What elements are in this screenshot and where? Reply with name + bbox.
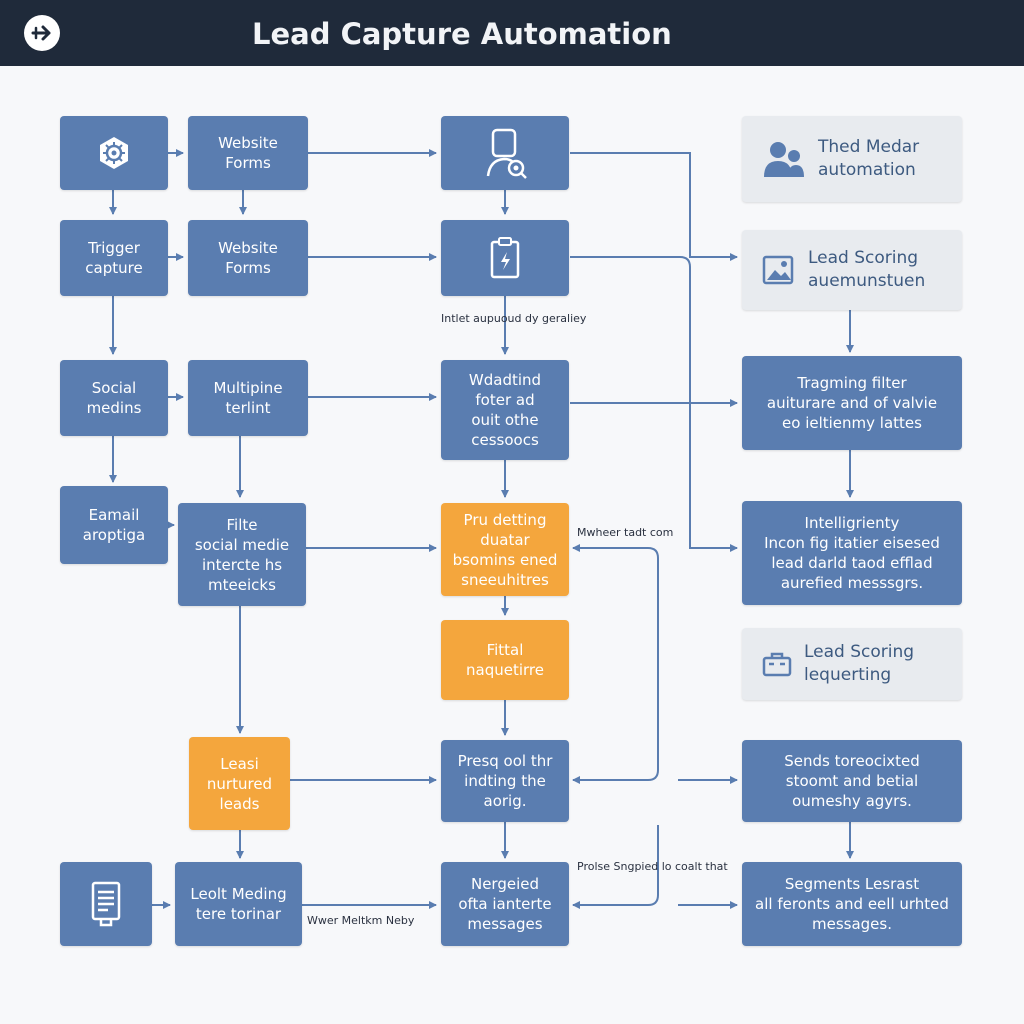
filte-social-node[interactable]: Filte social medie intercte hs mteeicks [178,503,306,606]
node-label: Nergeied ofta ianterte messages [458,875,552,933]
social-medins-node[interactable]: Social medins [60,360,168,436]
wdadtind-node[interactable]: Wdadtind foter ad ouit othe cessoocs [441,360,569,460]
lead-scoring-node-2[interactable]: Lead Scoring lequerting [742,628,962,700]
report-node[interactable] [60,862,152,946]
node-label: Leolt Meding tere torinar [190,885,287,923]
website-forms-node-1[interactable]: Website Forms [188,116,308,190]
sends-node[interactable]: Sends toreocixted stoomt and betial oume… [742,740,962,822]
node-label: Website Forms [218,239,278,277]
node-label: Segments Lesrast all feronts and eell ur… [755,875,949,933]
node-label: Trigger capture [85,239,143,277]
leasi-nurtured-node[interactable]: Leasi nurtured leads [189,737,290,830]
lead-scoring-node-1[interactable]: Lead Scoring auemunstuen [742,230,962,310]
multipine-node[interactable]: Multipine terlint [188,360,308,436]
node-label: Lead Scoring lequerting [804,642,915,685]
user-search-node[interactable] [441,116,569,190]
fittal-node[interactable]: Fittal naquetirre [441,620,569,700]
email-aroptiga-node[interactable]: Eamail aroptiga [60,486,168,564]
node-label: Thed Medar automation [818,137,920,180]
start-node[interactable] [60,116,168,190]
gear-cube-icon [100,137,128,169]
node-label: Social medins [86,379,142,417]
clipboard-bolt-icon [490,237,520,279]
header-bar: Lead Capture Automation [0,0,1024,66]
tragming-filter-node[interactable]: Tragming filter auiturare and of valvie … [742,356,962,450]
arrow-user-to-leadscoring [570,152,738,261]
segments-node[interactable]: Segments Lesrast all feronts and eell ur… [742,862,962,946]
pru-detting-node[interactable]: Pru detting duatar bsomins ened sneeuhit… [441,503,569,596]
node-label: Fittal naquetirre [466,641,544,679]
edge-label-wwer: Wwer Meltkm Neby [307,914,415,927]
arrow-right-circle-icon [31,25,51,41]
users-icon [764,142,804,177]
arrow-loop-to-nergeied [572,825,659,909]
node-label: Sends toreocixted stoomt and betial oume… [784,752,920,810]
node-label: Website Forms [218,134,278,172]
leolt-meding-node[interactable]: Leolt Meding tere torinar [175,862,302,946]
node-label: Leasi nurtured leads [206,754,273,813]
arrow-doc-to-intelligrienty [570,256,738,552]
presq-ool-node[interactable]: Presq ool thr indting the aorig. [441,740,569,822]
node-label: Wdadtind foter ad ouit othe cessoocs [468,371,542,449]
node-label: Multipine terlint [213,379,283,417]
user-search-icon [486,128,527,179]
image-folder-icon [762,255,794,285]
briefcase-icon [762,652,792,677]
edge-label-intlet: Intlet aupuoud dy geraliey [441,312,587,325]
node-label: Lead Scoring auemunstuen [808,248,926,291]
arrow-loop-to-prudetting [572,558,659,784]
node-label: Tragming filter auiturare and of valvie … [766,374,938,432]
logo[interactable] [24,15,60,51]
node-label: Intelligrienty Incon fig itatier eisesed… [764,514,940,592]
intelligrienty-node[interactable]: Intelligrienty Incon fig itatier eisesed… [742,501,962,605]
thed-medar-node[interactable]: Thed Medar automation [742,116,962,202]
page-title: Lead Capture Automation [252,17,672,51]
trigger-capture-node[interactable]: Trigger capture [60,220,168,296]
edge-label-prolse: Prolse Sngpied lo coalt that [577,860,728,873]
nergeied-node[interactable]: Nergeied ofta ianterte messages [441,862,569,946]
node-label: Pru detting duatar bsomins ened sneeuhit… [452,510,558,589]
website-forms-node-2[interactable]: Website Forms [188,220,308,296]
node-label: Filte social medie intercte hs mteeicks [194,515,290,594]
edge-label-mwheer: Mwheer tadt com [577,526,674,539]
node-label: Eamail aroptiga [82,506,146,544]
report-icon [91,881,121,927]
document-node[interactable] [441,220,569,296]
node-label: Presq ool thr indting the aorig. [457,752,553,810]
